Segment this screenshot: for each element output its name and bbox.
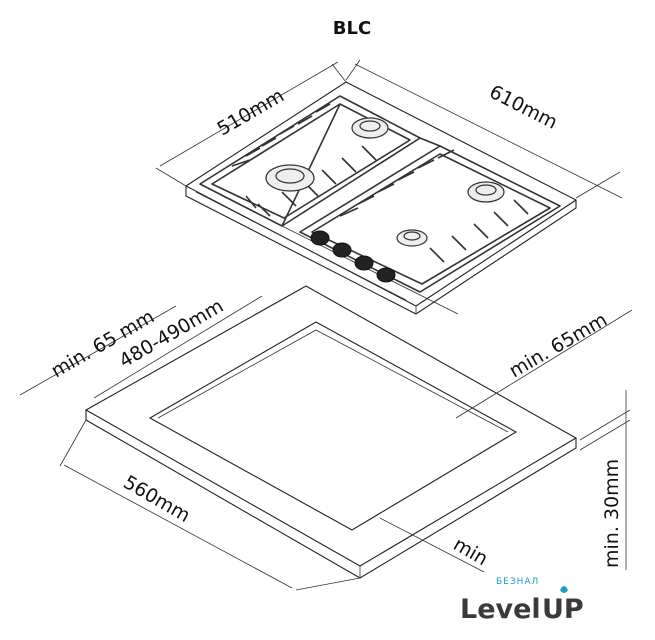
knob-4 bbox=[376, 267, 396, 283]
cutout-opening bbox=[148, 321, 518, 531]
label-hob-depth: 510mm bbox=[214, 85, 288, 141]
logo-drop-icon bbox=[560, 586, 568, 593]
label-cutout-width: 560mm bbox=[120, 471, 194, 527]
knob-3 bbox=[354, 255, 374, 271]
burners bbox=[265, 117, 505, 247]
label-min-height: min. 30mm bbox=[601, 459, 623, 568]
knob-2 bbox=[332, 242, 352, 258]
pan-supports bbox=[199, 95, 561, 293]
label-min-back-edge: min. 65mm bbox=[506, 309, 611, 383]
hob-plate-edge bbox=[185, 186, 577, 315]
knob-1 bbox=[310, 230, 330, 246]
worktop-cutout-drawing: min. 65 mm 480-490mm min. 65mm 560mm min… bbox=[19, 285, 633, 591]
levelup-logo: БЕЗНАЛ Level UP bbox=[460, 577, 584, 625]
cutout-dimension-lines bbox=[19, 295, 633, 591]
diagram-title: BLC bbox=[333, 18, 371, 39]
logo-brand-suffix: UP bbox=[542, 594, 584, 625]
gas-hob-drawing: 510mm 610mm bbox=[155, 59, 623, 315]
control-knobs bbox=[310, 230, 396, 283]
logo-brand-text: Level bbox=[460, 594, 541, 625]
label-hob-width: 610mm bbox=[486, 81, 561, 134]
logo-small-text: БЕЗНАЛ bbox=[496, 577, 539, 587]
hob-dimension-lines bbox=[155, 59, 623, 199]
